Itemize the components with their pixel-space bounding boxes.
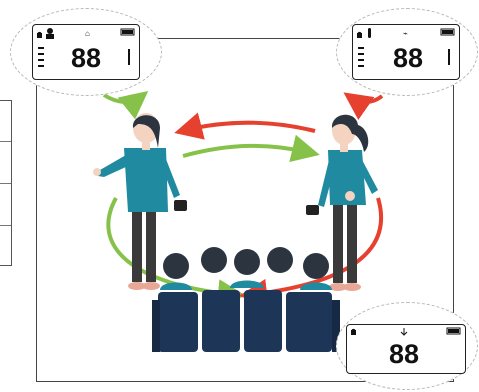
lock-icon (351, 330, 356, 335)
red-arrow (182, 123, 315, 131)
thermometer-icon (368, 28, 371, 38)
antenna-icon (401, 328, 407, 335)
right-radio-display: ⌁ 88 (352, 24, 460, 80)
person-icon (47, 28, 53, 34)
left-radio-number: 88 (71, 45, 101, 72)
right-radio-number: 88 (393, 45, 423, 72)
audience (152, 247, 340, 352)
signal-bars-icon (38, 47, 44, 49)
lock-icon (37, 33, 42, 38)
bottom-radio-number: 88 (389, 341, 419, 368)
antenna-icon: ⌁ (403, 29, 408, 38)
red-arrow (350, 96, 382, 102)
green-arrow (104, 95, 142, 102)
left-radio-display: ⌂ 88 (32, 24, 140, 80)
bottom-radio-display: 88 (346, 324, 466, 374)
signal-bars-icon (358, 47, 364, 49)
green-arrow (183, 146, 312, 156)
lock-icon (357, 33, 362, 38)
green-arrow (108, 198, 238, 295)
headset-icon: ⌂ (85, 29, 90, 38)
antenna-icon (128, 49, 130, 65)
